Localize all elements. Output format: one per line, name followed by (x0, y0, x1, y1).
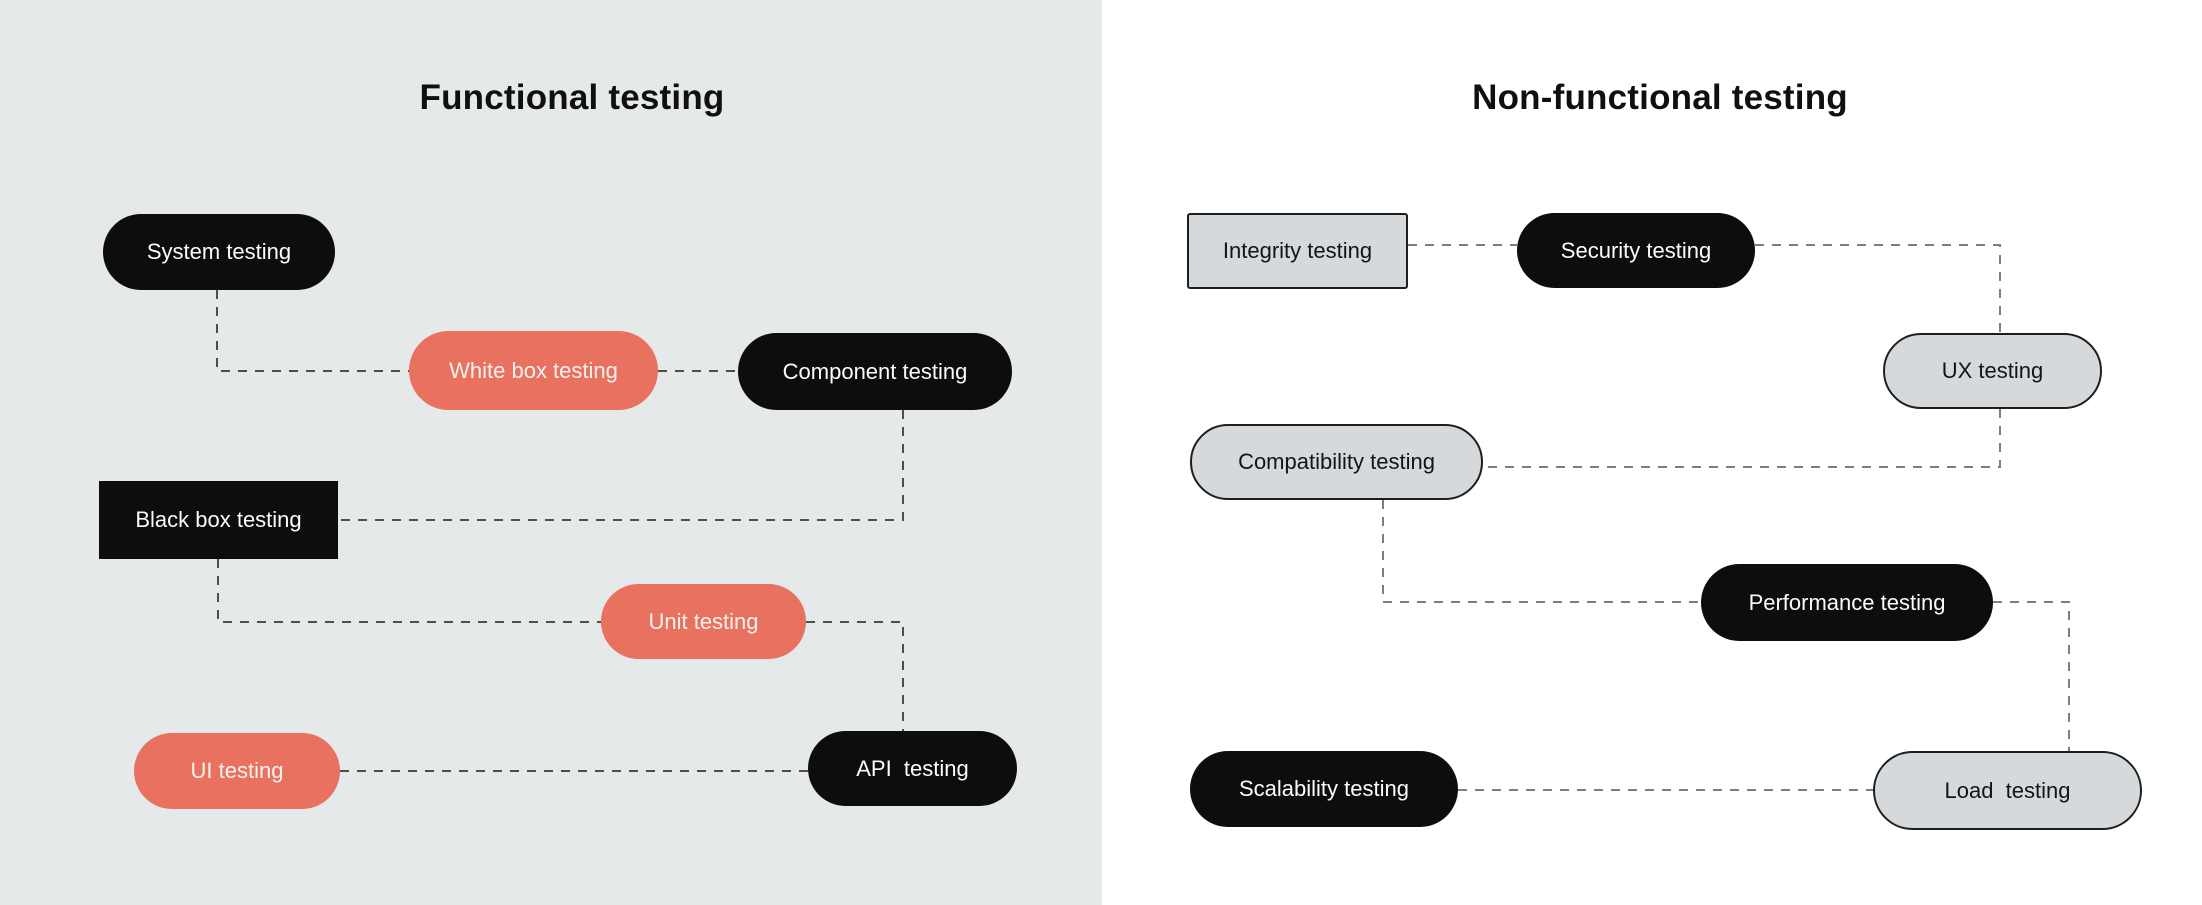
connector-ux-compatibility (1483, 409, 2001, 468)
node-system-testing: System testing (103, 214, 335, 290)
node-ux-testing: UX testing (1883, 333, 2102, 409)
connector-security-ux (1755, 244, 2001, 333)
non-functional-title: Non-functional testing (1472, 78, 1848, 117)
node-black-box-testing-label: Black box testing (135, 507, 302, 532)
node-ui-testing: UI testing (134, 733, 340, 809)
node-api-testing: API testing (808, 731, 1017, 806)
node-performance-testing: Performance testing (1701, 564, 1993, 641)
node-component-testing: Component testing (738, 333, 1012, 410)
node-load-testing: Load testing (1873, 751, 2142, 830)
node-component-testing-label: Component testing (782, 358, 968, 384)
connector-performance-load (1993, 601, 2070, 751)
node-scalability-testing-label: Scalability testing (1239, 776, 1409, 801)
node-compatibility-testing: Compatibility testing (1190, 424, 1483, 500)
node-white-box-testing-label: White box testing (449, 357, 618, 383)
node-white-box-testing: White box testing (409, 331, 658, 410)
node-ui-testing-label: UI testing (190, 758, 284, 783)
node-security-testing: Security testing (1517, 213, 1755, 288)
node-ux-testing-label: UX testing (1941, 358, 2044, 383)
node-integrity-testing-label: Integrity testing (1222, 238, 1373, 263)
node-security-testing-label: Security testing (1560, 237, 1712, 263)
functional-title: Functional testing (419, 78, 725, 117)
node-unit-testing: Unit testing (601, 584, 806, 659)
node-api-testing-label: API testing (856, 755, 969, 781)
node-system-testing-label: System testing (146, 239, 292, 264)
connector-compatibility-performance (1382, 500, 1701, 603)
node-compatibility-testing-label: Compatibility testing (1238, 449, 1435, 474)
node-load-testing-label: Load testing (1944, 777, 2071, 803)
node-unit-testing-label: Unit testing (648, 608, 759, 634)
node-black-box-testing: Black box testing (99, 481, 338, 559)
node-performance-testing-label: Performance testing (1748, 589, 1946, 615)
node-scalability-testing: Scalability testing (1190, 751, 1458, 827)
node-integrity-testing: Integrity testing (1187, 213, 1408, 289)
